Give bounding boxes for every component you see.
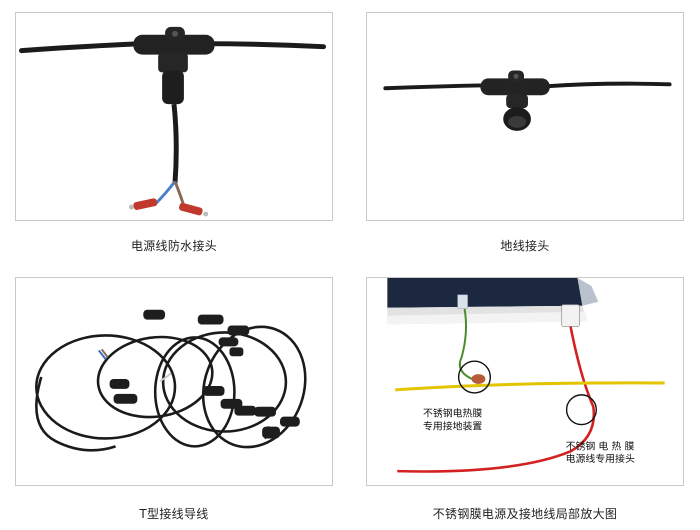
label-power-line2: 电源线专用接头 — [566, 452, 635, 465]
label-ground-line1: 不锈钢电热膜 — [423, 407, 482, 420]
t-connector-with-wires-image — [18, 26, 327, 217]
caption-power-connector: 电源线防水接头 — [130, 239, 218, 253]
photo-t-junction-wires — [15, 277, 333, 486]
photo-power-waterproof-connector — [15, 12, 333, 221]
label-ground-line2: 专用接地装置 — [423, 420, 482, 433]
caption-t-junction-wires: T型接线导线 — [139, 507, 209, 521]
coiled-t-wires-image — [35, 309, 307, 452]
heating-film-wiring-image: 不锈钢电热膜 专用接地装置 不锈钢 电 热 膜 电源线专用接头 — [387, 278, 665, 473]
photo-heating-film-closeup: 不锈钢电热膜 专用接地装置 不锈钢 电 热 膜 电源线专用接头 — [366, 277, 684, 486]
caption-heating-film-closeup: 不锈钢膜电源及接地线局部放大图 — [432, 507, 618, 521]
ground-connector-image — [383, 70, 672, 131]
caption-ground-connector: 地线接头 — [500, 239, 550, 253]
label-power-line1: 不锈钢 电 热 膜 — [566, 439, 635, 452]
photo-ground-connector — [366, 12, 684, 221]
